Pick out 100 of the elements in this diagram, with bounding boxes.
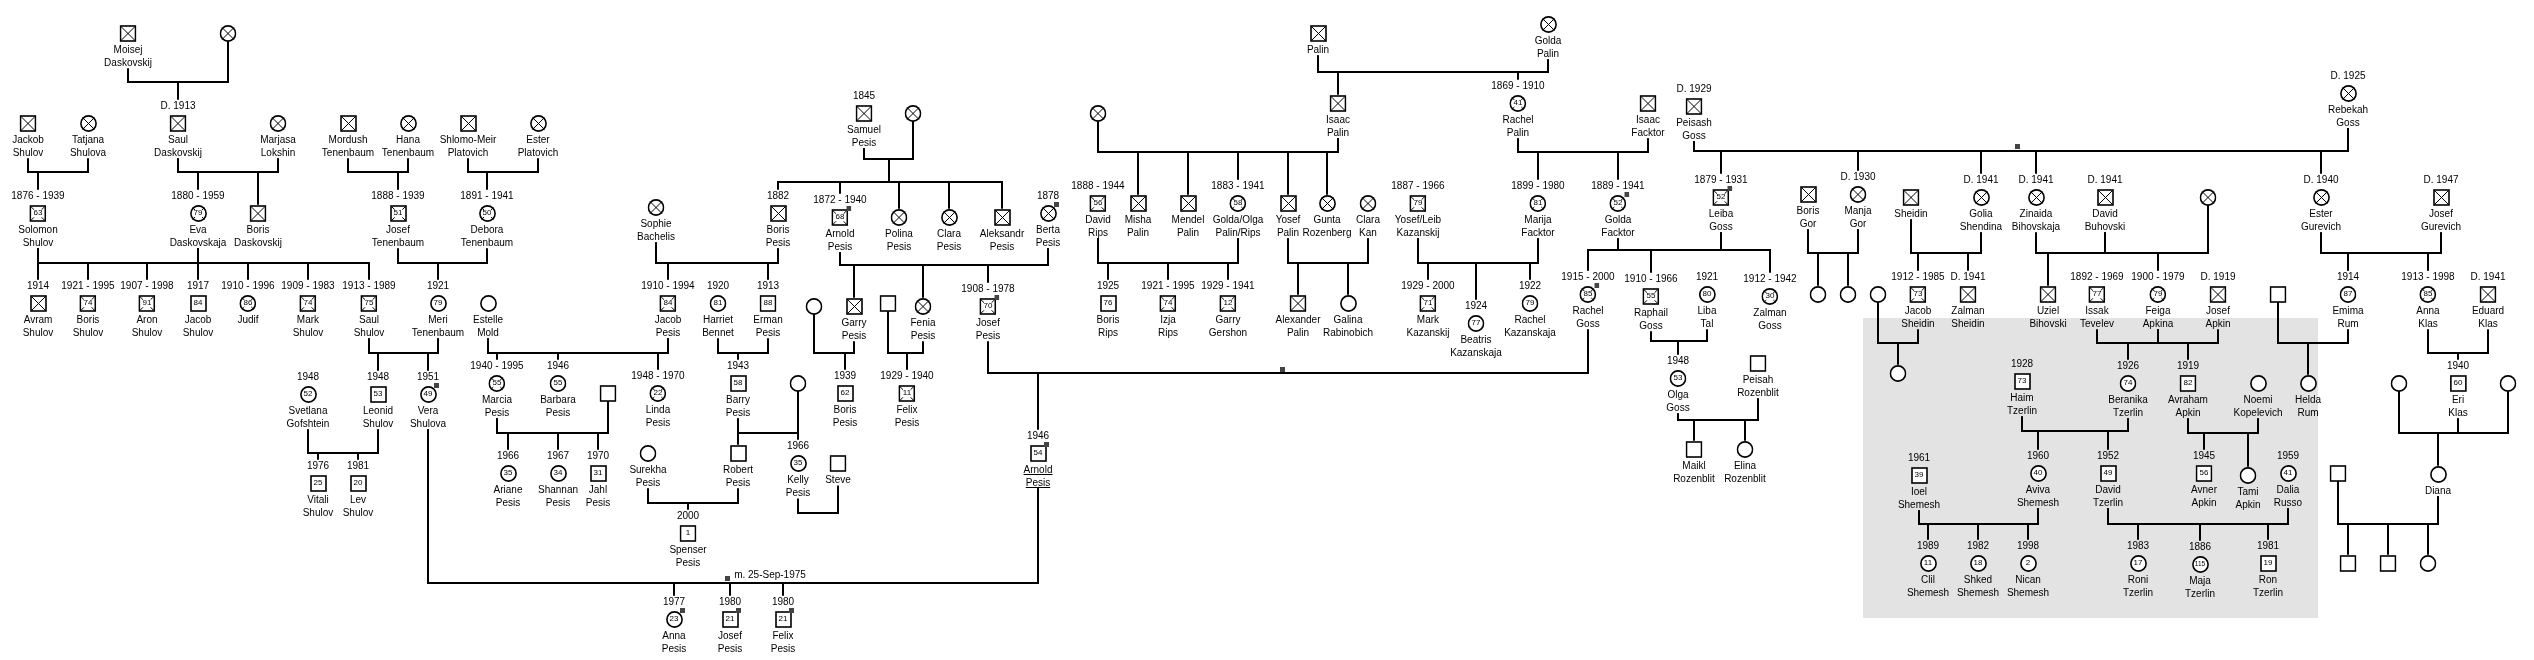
person-name: Noemi Kopelevich [2233,392,2283,419]
age-number: 62 [840,389,850,397]
age-number: 23 [669,615,679,623]
age-number: 87 [2343,290,2353,298]
age-number: 88 [763,299,773,307]
person-name: Eva Daskovskaja [169,222,227,249]
person-name: Leiba Goss [1708,206,1734,233]
life-dates: D. 1925 [2330,69,2366,82]
life-dates: 1981 [2256,539,2280,552]
person-name: Lev Shulov [342,492,374,519]
age-number: 17 [2133,559,2143,567]
descent-line [2187,328,2219,361]
age-number: 35 [793,459,803,467]
life-dates: 1879 - 1931 [1694,173,1748,186]
person-name: Uziel Bihovski [2028,303,2068,330]
life-dates: 1886 [2188,540,2212,553]
age-number: 30 [1765,292,1775,300]
person-name: Garry Gershon [1208,312,1248,339]
life-dates: 1908 - 1978 [961,282,1015,295]
age-number: 18 [1973,559,1983,567]
life-dates: 1977 [662,595,686,608]
life-dates: D. 1941 [2470,270,2506,283]
descent-line [767,247,779,281]
life-dates: 1917 [186,279,210,292]
person-name: Boris Pesis [765,222,791,249]
descent-line [2267,507,2289,541]
person-name: Avram Shulov [22,312,54,339]
person-name: Golia Shendina [1959,206,2003,233]
descent-line [1967,231,1982,272]
life-dates: 1946 [546,359,570,372]
person-name: Arnold Pesis [825,226,855,253]
life-dates: 1880 - 1959 [171,189,225,202]
age-number: 70 [983,302,993,310]
age-number: 71 [1423,299,1433,307]
life-dates: 1989 [1916,539,1940,552]
person-name: Mordush Tenenbaum [321,132,375,159]
descent-line [2320,127,2349,175]
life-dates: 1892 - 1969 [2070,270,2124,283]
descent-line [797,390,799,441]
life-dates: 1919 [2176,359,2200,372]
life-dates: 1980 [771,595,795,608]
person-name: Moisej Daskovskij [103,42,153,69]
age-number: 63 [33,209,43,217]
descent-line [1227,237,1239,281]
life-dates: 1872 - 1940 [813,193,867,206]
life-dates: 1921 - 1995 [1141,279,1195,292]
person-name: Josef Pesis [975,315,1001,342]
life-dates: 1869 - 1910 [1491,79,1545,92]
life-dates: 1960 [2026,449,2050,462]
age-number: 53 [373,390,383,398]
person-name: David Buhovski [2084,206,2126,233]
age-number: 77 [1471,319,1481,327]
life-dates: 1899 - 1980 [1511,179,1565,192]
life-dates: 1940 - 1995 [470,359,524,372]
person-name: Maikl Rozenblit [1672,458,1716,485]
person-name: Svetlana Gofshtein [286,403,330,430]
person-name: Misha Palin [1124,212,1152,239]
life-dates: 1922 [1518,279,1542,292]
age-number: 79 [2153,290,2163,298]
person-name: Zalman Sheidin [1950,303,1986,330]
person-name: David Tzerlin [2092,482,2124,509]
person-name: Yosef Palin [1275,212,1301,239]
life-dates: 1912 - 1942 [1743,272,1797,285]
life-dates: 1983 [2126,539,2150,552]
life-dates: 1929 - 1941 [1201,279,1255,292]
person-name: Saul Shulov [353,312,385,339]
person-name: Diana [2424,483,2452,497]
descent-line [2027,507,2039,541]
age-number: 11 [902,389,912,397]
person-name: Roni Tzerlin [2122,572,2154,599]
descent-line [1744,397,1759,442]
person-name: Palin [1306,42,1330,56]
person-name: Aviva Shemesh [2016,482,2060,509]
person-name: Josef Pesis [717,628,743,655]
person-name: Aron Shulov [131,312,163,339]
person-name: Linda Pesis [645,402,671,429]
person-name: Eri Klas [2447,392,2469,419]
person-name: Elina Rozenblit [1723,458,1767,485]
person-name: Golda Palin [1534,33,1562,60]
person-name: Mark Shulov [292,312,324,339]
person-name: Shked Shemesh [1956,572,2000,599]
age-number: 39 [1914,471,1924,479]
person-name: Barry Pesis [725,392,751,419]
descent-line [37,157,89,191]
age-number: 19 [2263,559,2273,567]
life-dates: 1952 [2096,449,2120,462]
life-dates: 1966 [786,439,810,452]
person-name: Raphail Goss [1633,305,1669,332]
age-number: 60 [2453,379,2463,387]
person-name: Anna Klas [2415,303,2441,330]
age-number: 54 [1033,449,1043,457]
age-number: 51 [393,209,403,217]
age-number: 21 [725,615,735,623]
person-name: Beranika Tzerlin [2107,392,2149,419]
life-dates: 1951 [416,370,440,383]
age-number: 11 [1923,559,1933,567]
descent-line [437,247,488,281]
person-name: Manja Gor [1843,203,1873,230]
descent-line [987,247,1049,284]
person-name: Zalman Goss [1752,305,1788,332]
